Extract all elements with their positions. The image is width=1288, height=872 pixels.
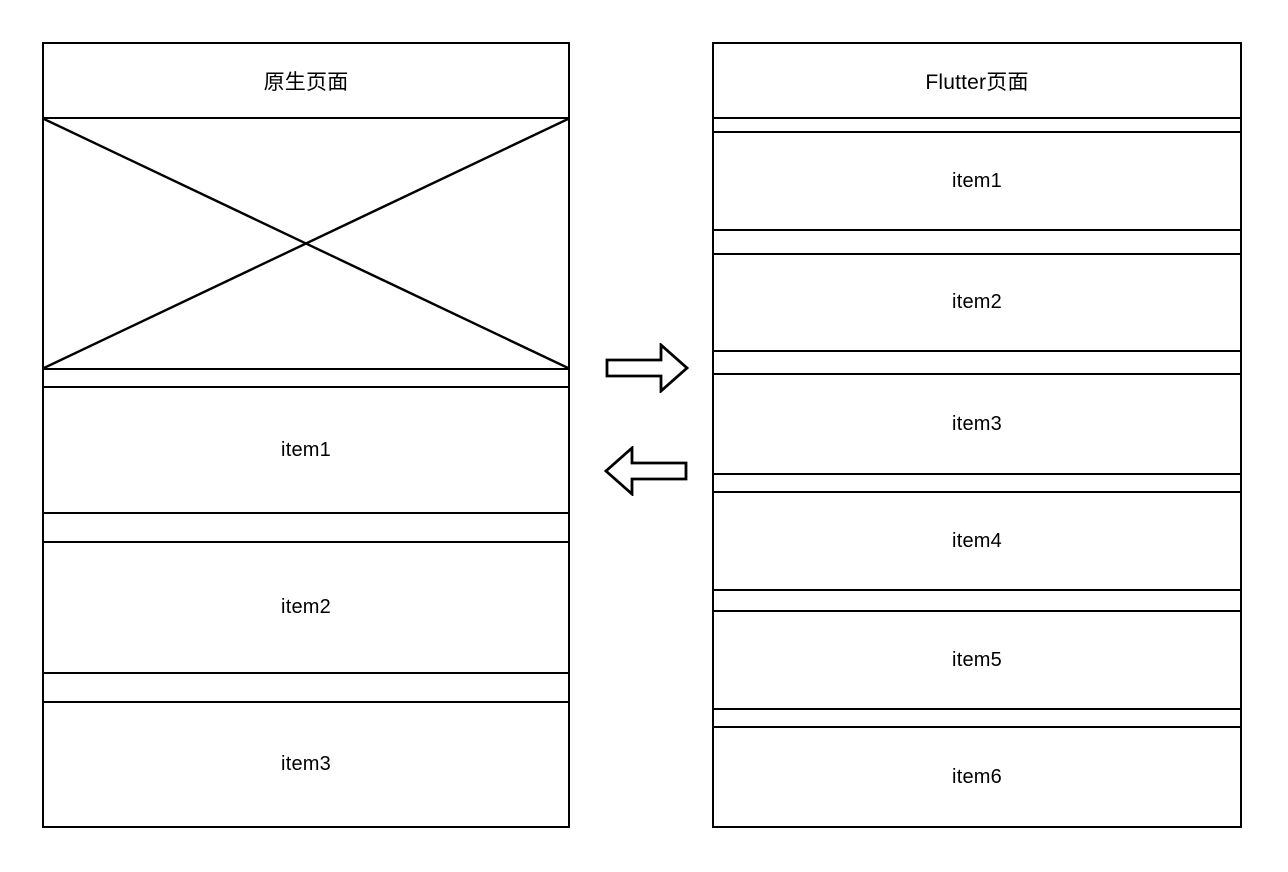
list-item: item1 [714,131,1240,229]
flutter-page-title: Flutter页面 [925,70,1029,94]
gap-row [714,350,1240,373]
list-item: item4 [714,491,1240,589]
list-item: item2 [714,253,1240,350]
list-item: item1 [44,386,568,512]
gap-row [44,672,568,701]
list-item: item2 [44,541,568,672]
image-placeholder [44,117,568,368]
right-arrow-icon [605,343,689,393]
gap-row [44,368,568,386]
native-page-panel: 原生页面 item1 item2 item3 [42,42,570,828]
arrow-flutter-to-native [604,446,688,496]
native-page-title: 原生页面 [263,70,349,94]
gap-row [714,117,1240,131]
x-cross-icon [44,119,568,368]
arrow-native-to-flutter [605,343,689,393]
flutter-page-panel: Flutter页面 item1 item2 item3 item4 item5 … [712,42,1242,828]
list-item: item3 [714,373,1240,473]
gap-row [714,473,1240,491]
gap-row [44,512,568,541]
gap-row [714,708,1240,726]
list-item: item3 [44,701,568,826]
gap-row [714,229,1240,253]
left-arrow-icon [604,446,688,496]
list-item: item5 [714,610,1240,708]
list-item: item6 [714,726,1240,826]
gap-row [714,589,1240,610]
